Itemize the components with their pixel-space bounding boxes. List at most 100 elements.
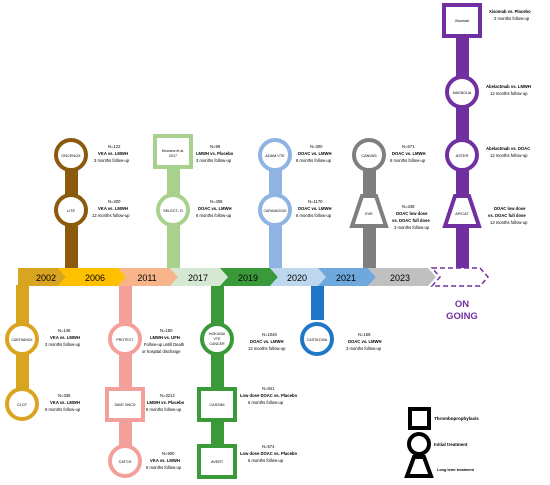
eve-comparison-line1: DOAC low dose — [396, 211, 428, 216]
band-2011 — [118, 268, 178, 286]
square-avert — [197, 444, 237, 479]
select-d-follow: 6 months follow-up — [196, 213, 232, 218]
hokusai-comparison: DOAC vs. LMWH — [250, 339, 284, 344]
eve-comparison-line2: vs. DOAC full dose — [392, 218, 430, 223]
ongoing-label-line1: ON — [455, 299, 469, 310]
band-2023 — [368, 268, 436, 286]
protect-comparison: LMWH vs. UFH — [150, 335, 180, 340]
eve-name: EVE — [365, 212, 373, 216]
canthanox-comparison: VKA vs. LMWH — [50, 335, 80, 340]
canvas-comparison: DOAC vs. LMWH — [392, 151, 426, 156]
circle-canthanox — [5, 322, 39, 356]
lite-comparison: VKA vs. LMWH — [98, 206, 128, 211]
oncenox-follow: 3 months follow-up — [94, 158, 130, 163]
hokusai-follow: 12 months follow-up — [248, 346, 286, 351]
legend-long-term-treatment: Long term treatment — [437, 468, 475, 472]
hokusai-name-line3: CANCER — [209, 342, 225, 346]
circle-oncenox — [54, 138, 88, 172]
adam-follow: 6 months follow-up — [296, 158, 332, 163]
canvas-name: CANVAS — [361, 154, 377, 158]
avert-name: AVERT — [211, 460, 224, 464]
select-d-n: N=406 — [210, 199, 223, 204]
square-save-onco — [105, 387, 145, 422]
catch-n: N=900 — [162, 451, 175, 456]
circle-select-d — [156, 193, 190, 227]
square-xisomab — [442, 3, 482, 38]
canthanox-n: N=146 — [58, 328, 71, 333]
stem-protect-catch — [119, 285, 132, 455]
year-2020: 2020 — [287, 273, 307, 283]
square-khorana — [153, 134, 193, 169]
oncenox-name: ONCENOX — [61, 154, 81, 158]
canvas-follow: 6 months follow-up — [390, 158, 426, 163]
aster-name: ASTER — [456, 154, 469, 158]
clot-name: CLOT — [17, 403, 28, 407]
casta-name: CASTA DIVA — [307, 338, 328, 342]
year-2017: 2017 — [188, 273, 208, 283]
band-2019 — [220, 268, 278, 286]
legend-circle-icon — [407, 432, 431, 456]
hokusai-name-line1: HOKUSAI — [209, 332, 225, 336]
circle-lite — [54, 193, 88, 227]
khorana-comparison: LMWH vs. Placebo — [196, 151, 234, 156]
caravaggio-follow: 6 months follow-up — [296, 213, 332, 218]
apicat-follow: 12 months follow-up — [490, 220, 528, 225]
year-2011: 2011 — [137, 273, 156, 283]
khorana-n: N=98 — [210, 144, 221, 149]
trapezoid-apicat — [442, 194, 482, 228]
apicat-comparison-line2: vs. DOAC full dose — [488, 213, 526, 218]
xisomab-comparison: Xisomab vs. Placebo — [489, 9, 531, 14]
cassini-follow: 6 months follow-up — [248, 400, 284, 405]
cassini-n: N=841 — [262, 386, 275, 391]
legend-square-icon — [408, 407, 431, 430]
circle-protect — [108, 322, 142, 356]
lite-name: LITE — [67, 209, 75, 213]
casta-n: N=158 — [358, 332, 371, 337]
legend-trapezoid-icon — [404, 455, 434, 478]
magnolia-follow: 12 months follow-up — [490, 91, 528, 96]
legend-thromboprophylaxis: Thromboprophylaxis — [434, 416, 479, 421]
apicat-name: APICAT — [455, 212, 469, 216]
circle-catch — [108, 444, 142, 478]
ongoing-label-line2: GOING — [446, 311, 478, 322]
circle-aster — [445, 138, 479, 172]
canthanox-follow: 3 months follow-up — [45, 342, 81, 347]
select-d-name: SELECT- D — [163, 209, 183, 213]
year-2002: 2002 — [36, 273, 56, 283]
casta-follow: 3 months follow-up — [346, 346, 382, 351]
select-d-comparison: DOAC vs. LMWH — [198, 206, 232, 211]
cassini-comparison: Low dose DOAC vs. Placebo — [240, 393, 297, 398]
aster-follow: 12 months follow-up — [490, 153, 528, 158]
lite-follow: 12 months follow-up — [92, 213, 130, 218]
casta-comparison: DOAC vs. LMWH — [348, 339, 382, 344]
catch-follow: 6 months follow-up — [146, 465, 182, 470]
cassini-name: CASSINI — [209, 403, 224, 407]
year-2019: 2019 — [238, 273, 258, 283]
trapezoid-eve — [349, 194, 389, 228]
eve-follow: 3 months follow-up — [394, 225, 430, 230]
avert-comparison: Low dose DOAC vs. Placebo — [240, 451, 297, 456]
khorana-name-line1: Khorana et al. — [162, 149, 184, 153]
clot-n: N=336 — [58, 393, 71, 398]
year-2023: 2023 — [390, 273, 410, 283]
protect-n: N=150 — [160, 328, 173, 333]
circle-adam — [258, 138, 292, 172]
circle-caravaggio — [258, 193, 292, 227]
hokusai-n: N=1046 — [262, 332, 277, 337]
band-2002 — [18, 268, 66, 286]
hokusai-name-line2: VTE — [214, 337, 222, 341]
xisomab-name: Xisomab — [455, 19, 470, 23]
eve-n: N=348 — [402, 204, 415, 209]
clot-follow: 6 months follow-up — [45, 407, 81, 412]
lite-n: N=200 — [108, 199, 121, 204]
apicat-comparison-line1: DOAC low dose — [494, 206, 526, 211]
caravaggio-name: CARAVAGGIO — [263, 209, 286, 213]
protect-name: PROTECT — [116, 338, 134, 342]
canvas-n: N=671 — [402, 144, 415, 149]
magnolia-comparison: Abelactmab vs. LMWH — [486, 84, 531, 89]
oncenox-n: N=122 — [108, 144, 121, 149]
catch-name: CATCH — [119, 460, 132, 464]
legend-initial-treatment: Initial treatment — [434, 442, 468, 447]
catch-comparison: VKA vs. LMWH — [150, 458, 180, 463]
